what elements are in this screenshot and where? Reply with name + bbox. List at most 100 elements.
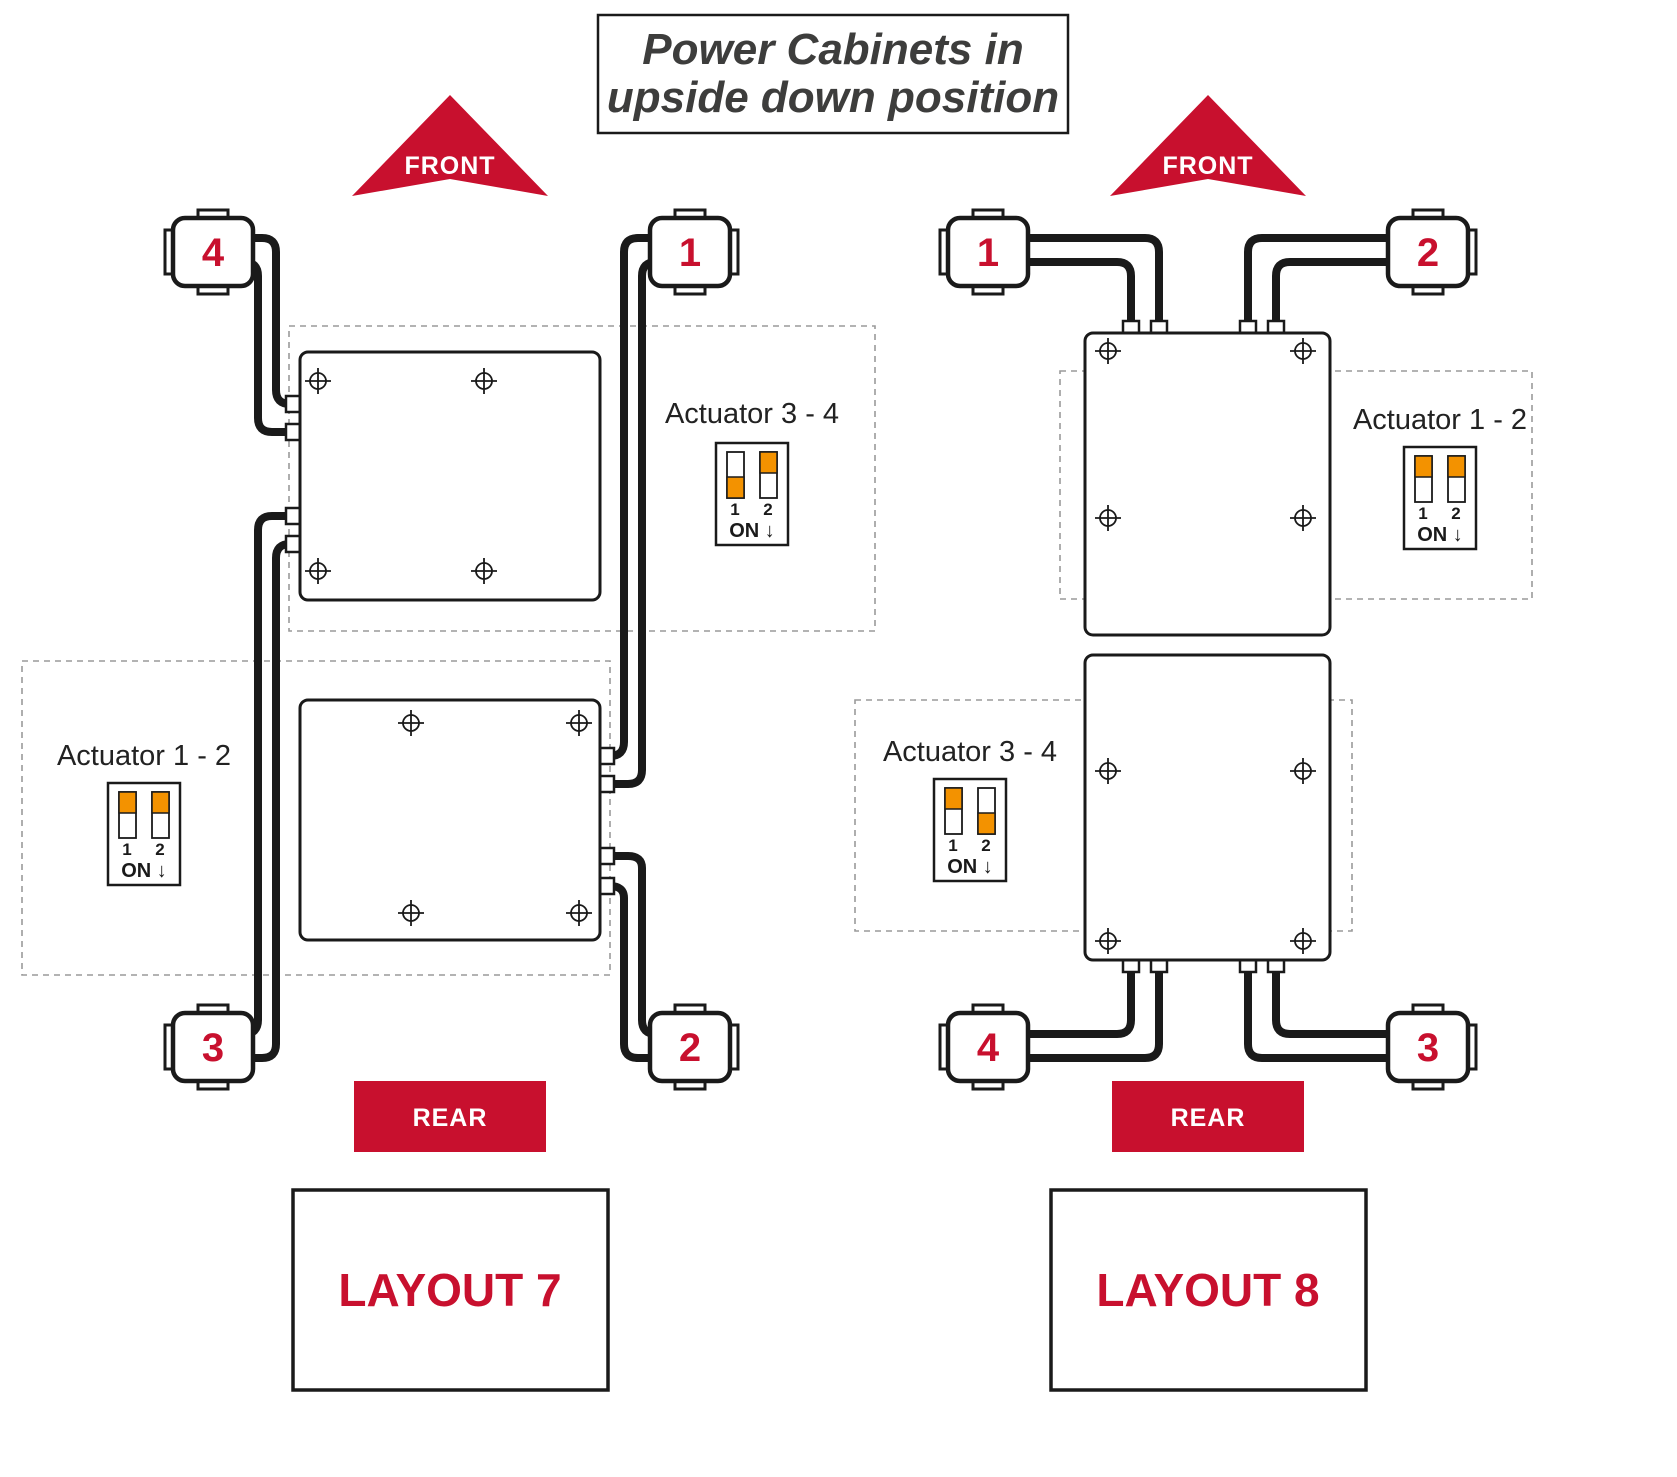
connector-4: 4 bbox=[938, 1003, 1031, 1091]
title-line-1: Power Cabinets in bbox=[642, 25, 1023, 74]
layout7-upper-power-cabinet bbox=[298, 350, 602, 602]
cable-actuator1-a bbox=[996, 234, 1163, 339]
tab bbox=[284, 506, 302, 526]
title-box bbox=[596, 13, 1070, 135]
connector-1: 1 bbox=[938, 208, 1031, 296]
connector-body bbox=[647, 1010, 733, 1084]
connector-number: 4 bbox=[202, 231, 225, 275]
cable-actuator3-a bbox=[236, 512, 306, 1038]
dip-on-label: ON ↓ bbox=[729, 520, 775, 542]
title-group: Power Cabinets in upside down position bbox=[596, 13, 1070, 135]
connector-number: 1 bbox=[679, 231, 701, 275]
layout8-dip-actuator12: Actuator 1 - 2 1 2 ON ↓ bbox=[1353, 404, 1527, 551]
dip-knob-2-off bbox=[759, 451, 778, 474]
dip-label: Actuator 3 - 4 bbox=[883, 736, 1057, 768]
cable-actuator2-b bbox=[1272, 258, 1420, 339]
layout8-title-box bbox=[1049, 1188, 1368, 1392]
dip-knob-2-on bbox=[977, 812, 996, 835]
cable-actuator1-b bbox=[996, 258, 1135, 339]
screw-icon bbox=[305, 368, 331, 394]
connector-3: 3 bbox=[1385, 1003, 1478, 1091]
screw-icon bbox=[566, 710, 592, 736]
title-line-2: upside down position bbox=[607, 73, 1059, 122]
dip-on-label: ON ↓ bbox=[121, 860, 167, 882]
screw-icon bbox=[1290, 505, 1316, 531]
layout8-dip-actuator34: Actuator 3 - 4 1 2 ON ↓ bbox=[883, 736, 1057, 883]
rear-label: REAR bbox=[1171, 1104, 1246, 1132]
connector-number: 1 bbox=[977, 231, 999, 275]
layout7-screws bbox=[305, 368, 592, 926]
screw-icon bbox=[305, 558, 331, 584]
connector-number: 3 bbox=[202, 1026, 224, 1070]
screw-icon bbox=[1095, 758, 1121, 784]
connector-number: 3 bbox=[1417, 1026, 1439, 1070]
connector-2: 2 bbox=[1385, 208, 1478, 296]
cable-actuator2-b bbox=[594, 882, 664, 1062]
screw-icon bbox=[471, 558, 497, 584]
cable-actuator4-a bbox=[236, 234, 306, 408]
connector-body bbox=[647, 215, 733, 289]
connector-body bbox=[945, 1010, 1031, 1084]
connector-body bbox=[170, 215, 256, 289]
front-label: FRONT bbox=[1162, 152, 1253, 180]
layout7-title-box bbox=[291, 1188, 610, 1392]
screw-icon bbox=[566, 900, 592, 926]
connector-1: 1 bbox=[647, 208, 740, 296]
cable-actuator1-a bbox=[594, 234, 664, 760]
dip-channel-1-label: 1 bbox=[948, 836, 957, 855]
connector-3: 3 bbox=[163, 1003, 256, 1091]
dip-label: Actuator 1 - 2 bbox=[1353, 404, 1527, 436]
layout8-group: Actuator 1 - 2 1 2 ON ↓ Actuator 3 - 4 1… bbox=[854, 95, 1533, 1392]
tab bbox=[598, 774, 616, 794]
layout7-lower-power-cabinet bbox=[298, 698, 602, 942]
dip-channel-2-label: 2 bbox=[1451, 504, 1460, 523]
layout7-cables bbox=[236, 234, 664, 1062]
tab bbox=[284, 534, 302, 554]
dip-knob-1-off bbox=[1414, 455, 1433, 478]
cable-actuator2-a bbox=[1244, 234, 1420, 339]
connector-number: 2 bbox=[679, 1026, 701, 1070]
screw-icon bbox=[398, 710, 424, 736]
cable-actuator3-a bbox=[1272, 954, 1420, 1038]
dip-on-label: ON ↓ bbox=[1417, 524, 1463, 546]
dip-label: Actuator 1 - 2 bbox=[57, 740, 231, 772]
connector-body bbox=[1385, 215, 1471, 289]
cable-actuator4-b bbox=[996, 954, 1163, 1062]
tab bbox=[284, 394, 302, 414]
dip-channel-2-label: 2 bbox=[763, 500, 772, 519]
layout8-cables bbox=[996, 234, 1420, 1062]
layout7-dip-actuator12: Actuator 1 - 2 1 2 ON ↓ bbox=[57, 740, 231, 887]
screw-icon bbox=[1095, 928, 1121, 954]
dip-channel-1-label: 1 bbox=[122, 840, 131, 859]
connector-body bbox=[1385, 1010, 1471, 1084]
dip-channel-2-label: 2 bbox=[155, 840, 164, 859]
layout8-upper-power-cabinet bbox=[1083, 331, 1332, 637]
dip-on-label: ON ↓ bbox=[947, 856, 993, 878]
front-label: FRONT bbox=[404, 152, 495, 180]
dip-channel-1-label: 1 bbox=[1418, 504, 1427, 523]
rear-banner bbox=[1112, 1081, 1304, 1152]
connector-number: 4 bbox=[977, 1026, 1000, 1070]
cable-actuator1-b bbox=[594, 258, 664, 788]
front-arrow-icon bbox=[1110, 95, 1306, 196]
cable-actuator4-a bbox=[996, 954, 1135, 1038]
dip-knob-1-off bbox=[944, 787, 963, 810]
front-arrow-icon bbox=[352, 95, 548, 196]
dip-channel-1-label: 1 bbox=[730, 500, 739, 519]
layout7-title: LAYOUT 7 bbox=[338, 1264, 561, 1316]
layout8-screws bbox=[1095, 338, 1316, 954]
dip-channel-2-label: 2 bbox=[981, 836, 990, 855]
rear-banner bbox=[354, 1081, 546, 1152]
screw-icon bbox=[1095, 505, 1121, 531]
dip-knob-1-on bbox=[726, 476, 745, 499]
rear-label: REAR bbox=[413, 1104, 488, 1132]
layout7-group: Actuator 3 - 4 1 2 ON ↓ Actuator 1 - 2 1… bbox=[21, 95, 876, 1392]
screw-icon bbox=[471, 368, 497, 394]
screw-icon bbox=[1290, 758, 1316, 784]
screw-icon bbox=[1290, 928, 1316, 954]
tab bbox=[284, 422, 302, 442]
dip-knob-1-off bbox=[118, 791, 137, 814]
connector-body bbox=[945, 215, 1031, 289]
